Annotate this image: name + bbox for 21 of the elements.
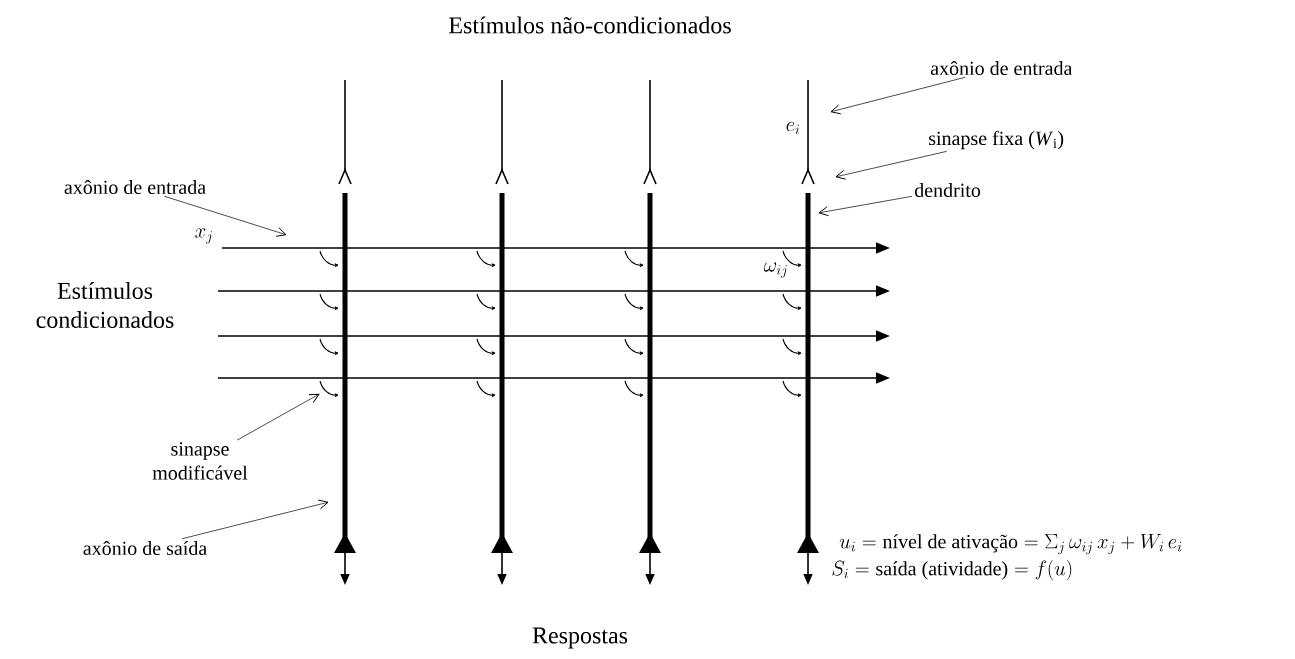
heading: Estímulos não-condicionados: [449, 16, 731, 34]
synapse-hook: [319, 380, 339, 398]
leader-line: [181, 499, 329, 540]
equation: $u_i = \mbox{nível de ativação} = \Sigma_j\, \omega_{ij}\, x_j + W_i\, e_i$: [839, 534, 1182, 555]
variable-label: $e_i$: [786, 121, 800, 135]
variable-label: $\omega_{ij}$: [763, 262, 787, 278]
group-label: Estímulos condicionados: [36, 282, 174, 328]
callout-text: axônio de entrada: [930, 60, 1073, 76]
group-label: Respostas: [532, 627, 628, 649]
callout-text: axônio de entrada: [64, 179, 206, 195]
leader-line: [835, 151, 947, 180]
leader-line: [818, 195, 913, 217]
callout-text: axônio de saída: [83, 540, 207, 556]
equation: $S_i = \mbox{saída (atividade)} = f(u)$: [832, 559, 1072, 581]
leader-line: [830, 76, 966, 115]
leader-line: [163, 195, 287, 237]
callout-text: sinapse fixa (W$_{i}$): [929, 130, 1064, 150]
variable-label: $x_j$: [195, 228, 212, 244]
callout-text: sinapse modificável: [152, 442, 248, 480]
leader-line: [236, 393, 320, 441]
callout-text: dendrito: [914, 182, 981, 198]
